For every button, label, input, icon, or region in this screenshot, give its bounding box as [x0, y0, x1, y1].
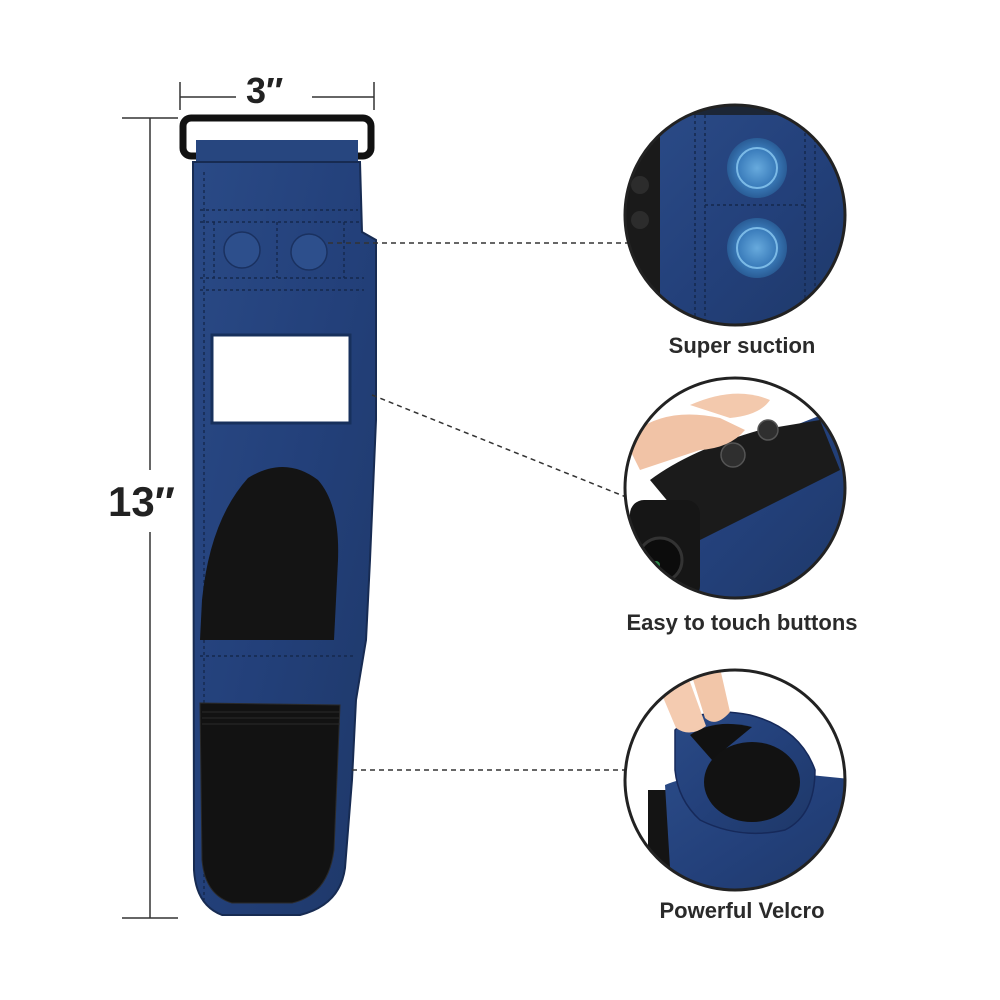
feature-caption-suction: Super suction — [668, 333, 816, 358]
feature-circle-buttons — [623, 376, 847, 600]
velcro-pad-upper — [200, 466, 339, 640]
feature-caption-buttons: Easy to touch buttons — [626, 610, 858, 635]
width-dimension-line — [179, 82, 375, 110]
height-dimension-line — [122, 117, 178, 919]
height-dimension-label: 13″ — [108, 478, 175, 525]
feature-circle-suction — [623, 103, 847, 327]
hand-icon — [690, 670, 730, 722]
feature-caption-velcro: Powerful Velcro — [659, 898, 825, 923]
width-dimension-label: 3″ — [246, 70, 284, 111]
display-window — [210, 333, 352, 425]
velcro-pad-lower — [199, 702, 341, 904]
leader-lines — [328, 242, 628, 771]
strap — [179, 114, 377, 916]
suction-cup-right — [290, 233, 328, 271]
suction-cup-icon — [727, 138, 787, 198]
suction-cup-left — [223, 231, 261, 269]
hand-icon — [625, 414, 745, 470]
suction-cup-icon — [727, 218, 787, 278]
velcro-patch-icon — [704, 742, 800, 822]
feature-circle-velcro — [623, 668, 847, 892]
